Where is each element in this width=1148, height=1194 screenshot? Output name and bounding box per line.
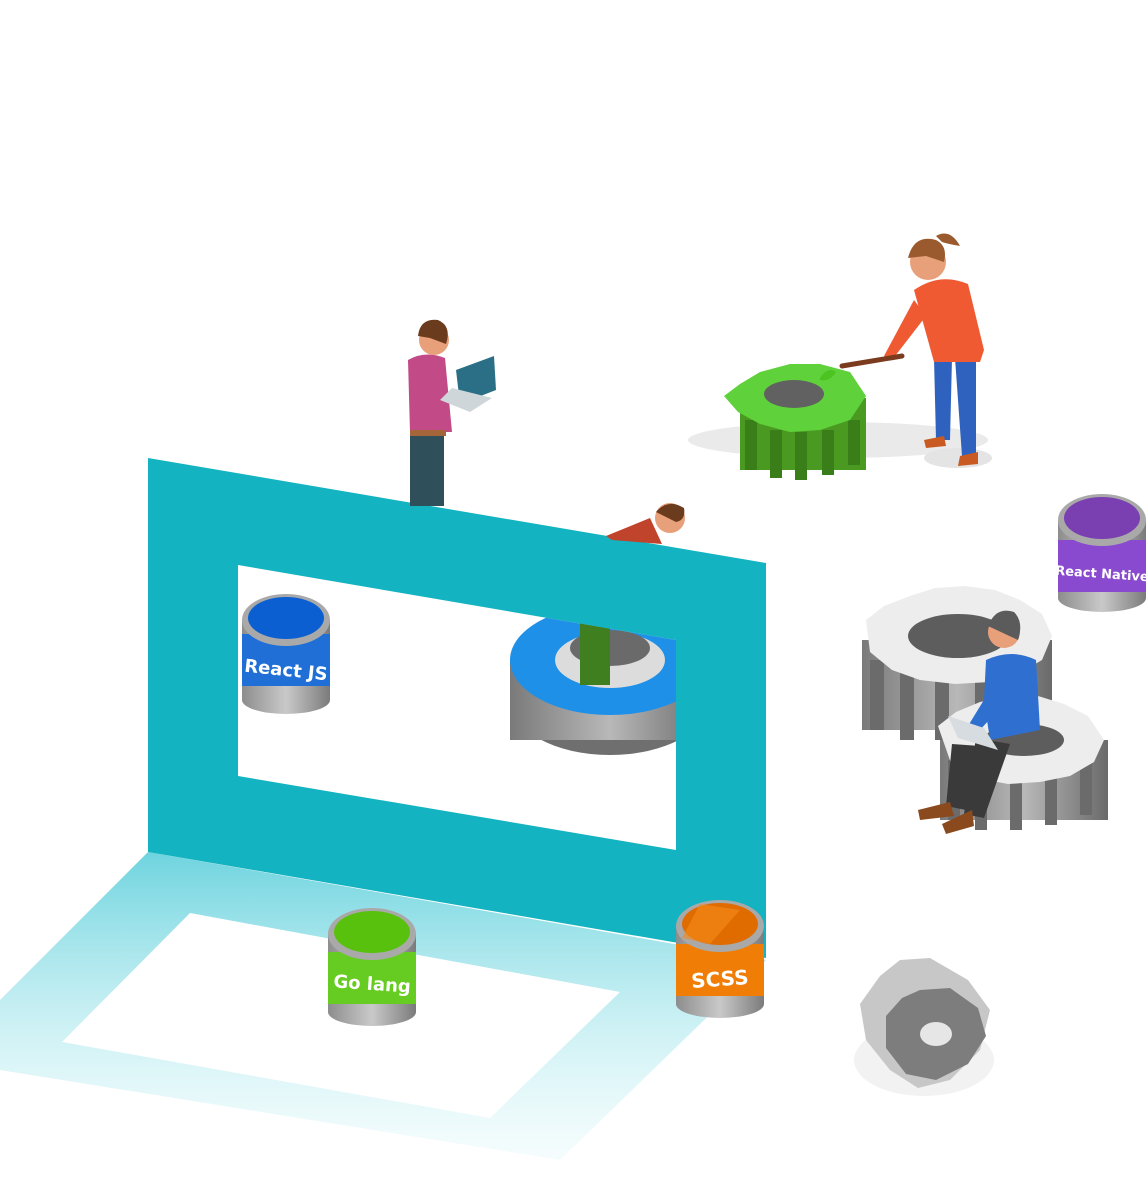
green-gear (688, 364, 988, 480)
can-scss: SCSS (676, 900, 764, 1018)
can-go-lang: Go lang (328, 908, 416, 1026)
person-crouching-red-shirt (606, 503, 685, 544)
grey-gears-cluster (862, 586, 1108, 834)
can-react-js: React JS (242, 594, 330, 714)
can-react-native-label: React Native (1055, 564, 1148, 586)
woman-with-brush (839, 233, 992, 468)
can-scss-label: SCSS (690, 965, 749, 993)
small-silver-cog (854, 958, 994, 1096)
person-with-laptop-top (408, 319, 496, 506)
can-react-native: React Native (1055, 494, 1148, 612)
